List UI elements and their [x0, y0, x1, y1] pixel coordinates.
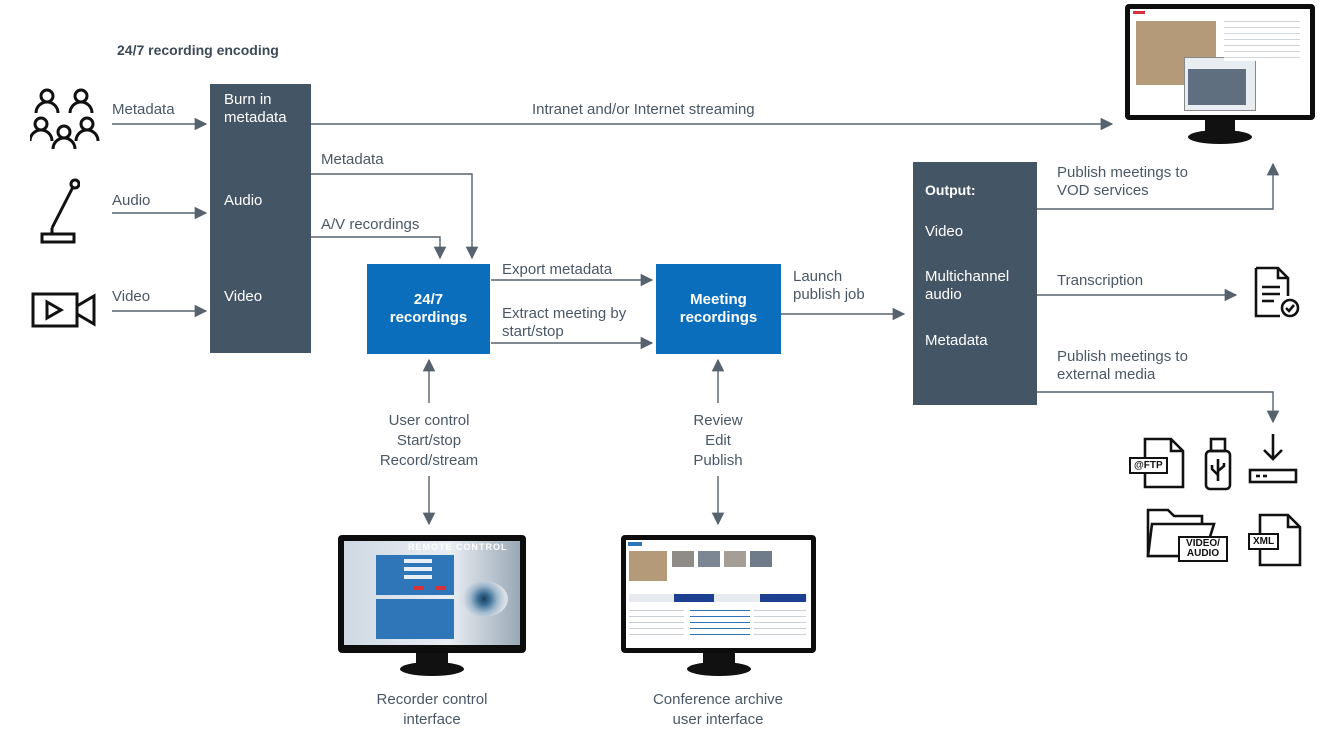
user-control-line2: Start/stop	[396, 432, 462, 449]
folder-icon: VIDEO/ AUDIO	[1146, 504, 1230, 568]
ftp-file-icon: @FTP	[1129, 437, 1185, 489]
recordings-247-box: 24/7 recordings	[367, 264, 490, 354]
recorder-field	[404, 567, 432, 571]
metadata-input-label: Metadata	[112, 101, 175, 118]
archive-thumb	[698, 551, 720, 567]
archive-list	[629, 610, 684, 640]
recorder-record-button	[414, 586, 424, 590]
video-audio-badge: VIDEO/ AUDIO	[1178, 536, 1228, 562]
streaming-screen	[1130, 9, 1310, 115]
transcription-label: Transcription	[1057, 272, 1144, 289]
streaming-logo	[1133, 11, 1145, 14]
recorder-screen: REMOTE CONTROL	[344, 541, 520, 645]
encoder-box: Burn in metadata Audio Video	[210, 84, 311, 353]
review-text: Review Edit Publish	[658, 411, 778, 471]
recorder-caption-line1: Recorder control	[376, 691, 488, 708]
recorder-caption-line2: interface	[403, 711, 461, 728]
streaming-list	[1224, 21, 1300, 61]
recorder-stop-button	[436, 586, 446, 590]
ftp-badge: @FTP	[1129, 457, 1168, 474]
monitor-base	[400, 662, 464, 676]
audio-input-label: Audio	[112, 192, 151, 209]
metadata-flow-label: Metadata	[321, 151, 384, 168]
streaming-label: Intranet and/or Internet streaming	[532, 101, 755, 118]
review-line2: Edit	[705, 432, 731, 449]
xml-file-shape	[1258, 513, 1302, 567]
download-device-icon	[1248, 434, 1298, 484]
launch-publish-label: Launch publish job	[793, 268, 865, 303]
streaming-monitor	[1125, 4, 1315, 144]
archive-tab	[760, 594, 806, 602]
usb-stick-icon	[1204, 437, 1232, 491]
output-metadata-label: Metadata	[925, 332, 988, 349]
archive-screen	[626, 540, 811, 648]
archive-list	[754, 610, 806, 640]
microphone-icon	[40, 178, 80, 244]
publish-vod-label: Publish meetings to VOD services	[1057, 164, 1188, 199]
archive-toolbar	[629, 594, 807, 602]
recorder-panel-2	[376, 599, 454, 639]
review-line3: Publish	[693, 452, 743, 469]
output-box: Output: Video Multichannel audio Metadat…	[913, 162, 1037, 405]
video-input-label: Video	[112, 288, 151, 305]
transcription-doc-icon	[1254, 266, 1300, 318]
meeting-recordings-box: Meeting recordings	[656, 264, 781, 354]
eye-image	[460, 581, 508, 617]
archive-logo	[628, 542, 642, 546]
export-metadata-label: Export metadata	[502, 261, 613, 278]
extract-meeting-label: Extract meeting by start/stop	[502, 305, 627, 340]
monitor-base	[1188, 130, 1252, 144]
output-multichannel-label: Multichannel audio	[925, 268, 1010, 303]
user-control-line3: Record/stream	[379, 452, 479, 469]
output-video-label: Video	[925, 223, 964, 240]
recorder-field	[404, 575, 432, 579]
recorder-field	[404, 559, 432, 563]
av-recordings-label: A/V recordings	[321, 216, 420, 233]
archive-thumb	[724, 551, 746, 567]
review-line1: Review	[693, 412, 743, 429]
archive-interface-caption: Conference archive user interface	[628, 690, 808, 730]
archive-thumb	[672, 551, 694, 567]
publish-external-label: Publish meetings to external media	[1057, 348, 1188, 383]
archive-monitor	[621, 535, 816, 676]
archive-thumb	[750, 551, 772, 567]
video-camera-icon	[31, 292, 96, 328]
archive-tab	[674, 594, 714, 602]
output-title: Output:	[925, 182, 976, 198]
monitor-base	[687, 662, 751, 676]
archive-caption-line1: Conference archive	[652, 691, 784, 708]
recorder-interface-caption: Recorder control interface	[342, 690, 522, 730]
people-icon	[30, 88, 100, 150]
user-control-text: User control Start/stop Record/stream	[349, 411, 509, 471]
meeting-recordings-label: Meeting recordings	[679, 291, 758, 326]
xml-file-icon: XML	[1248, 513, 1304, 567]
burn-in-metadata-label: Burn in metadata	[224, 91, 287, 126]
user-control-line1: User control	[388, 412, 470, 429]
encoder-audio-label: Audio	[224, 192, 263, 209]
encoder-video-label: Video	[224, 288, 263, 305]
recorder-monitor: REMOTE CONTROL	[338, 535, 526, 676]
recordings-247-label: 24/7 recordings	[389, 291, 468, 326]
streaming-speaker	[1188, 69, 1246, 105]
archive-hero-image	[629, 551, 667, 581]
recorder-screen-title: REMOTE CONTROL	[408, 542, 508, 552]
archive-list	[690, 610, 750, 640]
archive-caption-line2: user interface	[672, 711, 764, 728]
xml-badge: XML	[1248, 533, 1280, 550]
diagram-title: 24/7 recording encoding	[117, 42, 279, 58]
